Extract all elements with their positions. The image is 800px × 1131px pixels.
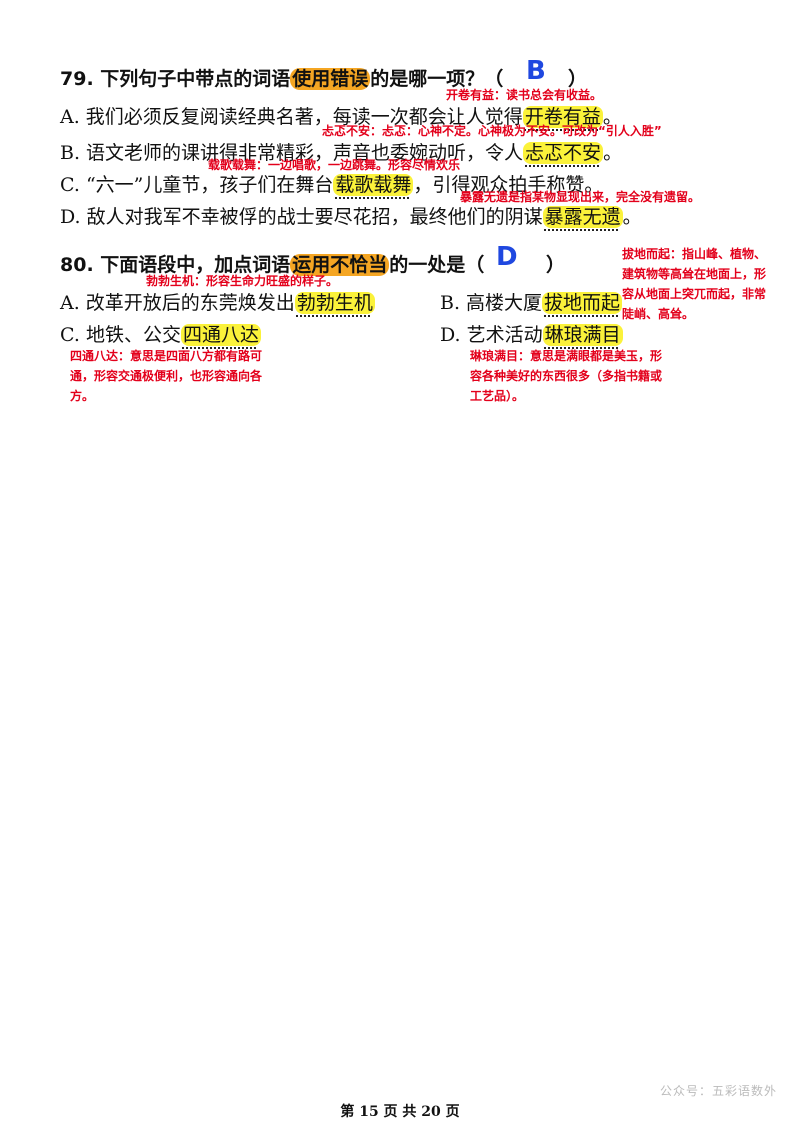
q79-title-text: 79. 下列句子中带点的词语 <box>60 68 291 90</box>
q79-option-d-post: 。 <box>622 206 642 228</box>
q79-option-b-term: 忐忑不安 <box>523 142 604 164</box>
q80-option-c: C. 地铁、公交四通八达 <box>60 320 261 347</box>
q80-option-a-text: A. 改革开放后的东莞焕发出 <box>60 292 295 314</box>
q79-option-d: D. 敌人对我军不幸被俘的战士要尽花招，最终他们的阴谋暴露无遗。 <box>60 202 642 229</box>
q79-title-highlight: 使用错误 <box>290 68 371 90</box>
q80-option-b-term: 拔地而起 <box>542 292 623 314</box>
q79-option-c-post: ，引得观众拍手称赞。 <box>413 174 604 196</box>
question-80-title: 80. 下面语段中，加点词语运用不恰当的一处是（ <box>60 250 484 277</box>
q80-option-a-term: 勃勃生机 <box>294 292 375 314</box>
watermark: 公众号：五彩语数外 <box>660 1084 778 1098</box>
q80-title-close: ） <box>546 254 566 276</box>
q79-option-d-term: 暴露无遗 <box>542 206 623 228</box>
q80-title-text-post: 的一处是（ <box>389 254 485 276</box>
q79-option-c-term: 载歌载舞 <box>333 174 414 196</box>
page-footer: 第 15 页 共 20 页 <box>340 1104 460 1120</box>
q79-title-text-post: 的是哪一项？（ <box>370 68 504 90</box>
q80-option-d-text: D. 艺术活动 <box>440 324 543 346</box>
q79-option-b: B. 语文老师的课讲得非常精彩，声音也委婉动听，令人忐忑不安。 <box>60 138 622 165</box>
q79-note-b: 忐忑不安：忐忑：心神不定。心神极为不安。可改为“引人入胜” <box>322 124 662 138</box>
q80-option-b: B. 高楼大厦拔地而起 <box>440 288 623 315</box>
q79-option-b-text: B. 语文老师的课讲得非常精彩，声音也委婉动听，令人 <box>60 142 524 164</box>
q80-option-d-term: 琳琅满目 <box>542 324 623 346</box>
q79-option-b-post: 。 <box>603 142 623 164</box>
q79-title-close: ） <box>568 68 588 90</box>
q79-option-a-term: 开卷有益 <box>522 106 603 128</box>
q79-note-a: 开卷有益：读书总会有收益。 <box>446 88 603 102</box>
q79-option-c: C. “六一”儿童节，孩子们在舞台载歌载舞，引得观众拍手称赞。 <box>60 170 603 197</box>
q79-answer: B <box>526 56 546 86</box>
q80-note-bobo: 勃勃生机：形容生命力旺盛的样子。 <box>146 274 339 288</box>
q79-option-c-text: C. “六一”儿童节，孩子们在舞台 <box>60 174 334 196</box>
q80-option-c-text: C. 地铁、公交 <box>60 324 181 346</box>
q80-option-d: D. 艺术活动琳琅满目 <box>440 320 623 347</box>
q79-note-d: 暴露无遗是指某物显现出来，完全没有遗留。 <box>460 190 701 204</box>
q79-option-d-text: D. 敌人对我军不幸被俘的战士要尽花招，最终他们的阴谋 <box>60 206 543 228</box>
q80-option-c-term: 四通八达 <box>180 324 261 346</box>
q80-note-linlang: 琳琅满目：意思是满眼都是美玉，形容各种美好的东西很多（多指书籍或工艺品）。 <box>470 349 663 403</box>
q80-title-highlight: 运用不恰当 <box>290 254 390 276</box>
q80-note-badi: 拔地而起：指山峰、植物、建筑物等高耸在地面上，形容从地面上突兀而起，非常陡峭、高… <box>622 247 767 321</box>
question-79-title: 79. 下列句子中带点的词语使用错误的是哪一项？（ <box>60 64 503 91</box>
q79-note-c: 载歌载舞：一边唱歌，一边跳舞。形容尽情欢乐 <box>208 158 461 172</box>
q80-answer: D <box>496 242 518 272</box>
q79-option-a-post: 。 <box>602 106 622 128</box>
q79-option-a: A. 我们必须反复阅读经典名著，每读一次都会让人觉得开卷有益。 <box>60 102 622 129</box>
q80-title-text: 80. 下面语段中，加点词语 <box>60 254 291 276</box>
q80-option-a: A. 改革开放后的东莞焕发出勃勃生机 <box>60 288 375 315</box>
q80-note-sitong: 四通八达：意思是四面八方都有路可通，形容交通极便利，也形容通向各方。 <box>70 349 263 403</box>
q80-option-b-text: B. 高楼大厦 <box>440 292 543 314</box>
q79-option-a-text: A. 我们必须反复阅读经典名著，每读一次都会让人觉得 <box>60 106 523 128</box>
